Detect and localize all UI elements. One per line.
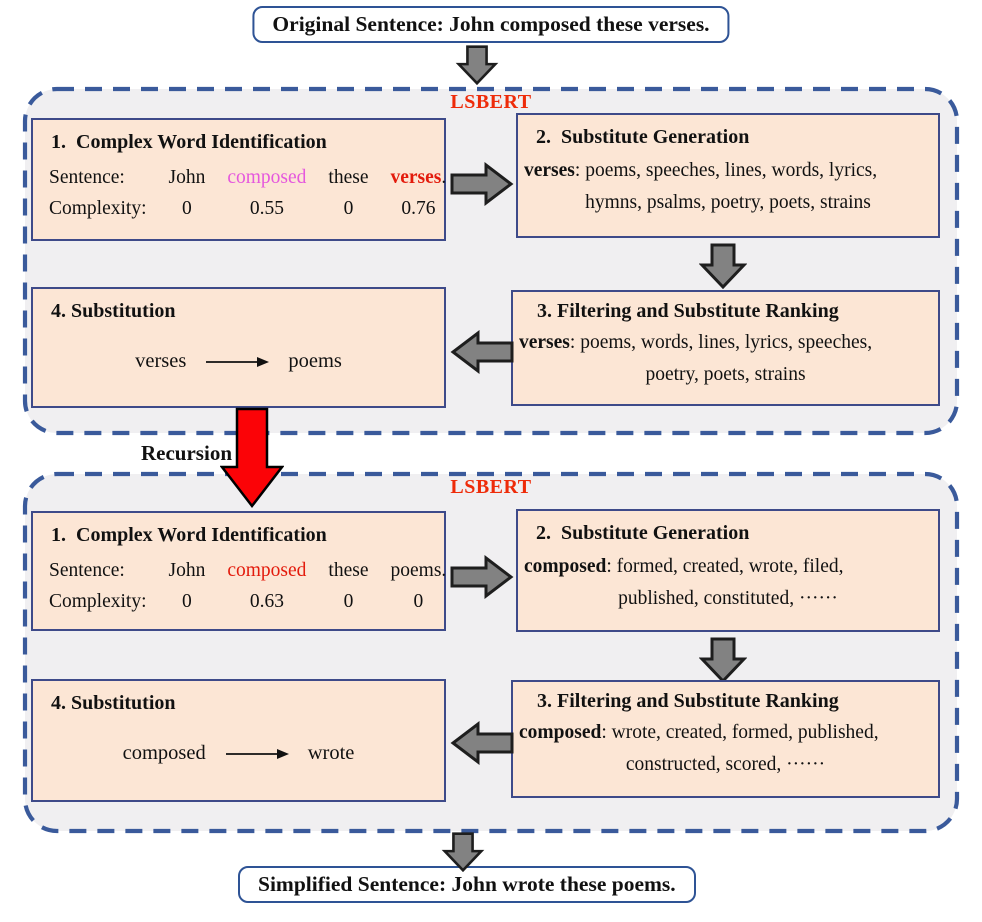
original-sentence-box: Original Sentence: John composed these v… — [252, 6, 730, 43]
substitution-from: verses — [135, 350, 187, 372]
sentence-row: Sentence: John composed these verses. — [45, 162, 457, 193]
recursion-arrow-icon — [220, 407, 284, 509]
substitution-from: composed — [122, 742, 206, 764]
sentence-word: these — [328, 560, 369, 581]
ranking-box: 3. Filtering and Substitute Ranking comp… — [511, 680, 940, 798]
ranking-heading: 3. Filtering and Substitute Ranking — [537, 300, 839, 322]
generation-line1: verses: poems, speeches, lines, words, l… — [524, 160, 878, 181]
sentence-word: composed — [227, 167, 307, 188]
substitution-heading: 4. Substitution — [51, 300, 176, 322]
substitution-mapping: verses poems — [33, 350, 444, 373]
cwi-box: 1. Complex Word Identification Sentence:… — [31, 511, 446, 631]
complexity-score: 0 — [182, 591, 192, 612]
ranking-line2: constructed, scored, ······ — [625, 754, 826, 775]
simplified-sentence-text: Simplified Sentence: John wrote these po… — [258, 872, 676, 896]
maps-to-arrow-icon — [225, 748, 289, 759]
cwi-heading: 1. Complex Word Identification — [51, 524, 327, 546]
sentence-word: composed — [227, 560, 307, 581]
left-arrow-icon — [450, 721, 514, 765]
cwi-table: Sentence: John composed these poems. Com… — [45, 555, 457, 617]
complexity-row: Complexity: 0 0.55 0 0.76 — [45, 193, 457, 224]
down-arrow-icon — [699, 243, 747, 289]
sentence-word: John — [168, 167, 206, 188]
complexity-score: 0.55 — [249, 198, 284, 219]
sentence-word: poems. — [390, 560, 447, 581]
right-arrow-icon — [450, 555, 514, 599]
complexity-label: Complexity: — [49, 198, 147, 219]
substitution-to: poems — [288, 350, 342, 372]
substitute-generation-box: 2. Substitute Generation verses: poems, … — [516, 113, 940, 238]
original-sentence-text: Original Sentence: John composed these v… — [272, 12, 710, 36]
complexity-score: 0 — [413, 591, 424, 612]
ranking-line2: poetry, poets, strains — [645, 364, 806, 385]
sentence-row: Sentence: John composed these poems. — [45, 555, 457, 586]
substitution-box: 4. Substitution composed wrote — [31, 679, 446, 802]
stage-title: LSBERT — [450, 91, 532, 113]
cwi-table: Sentence: John composed these verses. Co… — [45, 162, 457, 224]
sentence-word: John — [168, 560, 206, 581]
generation-heading: 2. Substitute Generation — [536, 522, 750, 544]
sentence-label: Sentence: — [49, 167, 125, 188]
generation-line2: hymns, psalms, poetry, poets, strains — [585, 192, 871, 213]
ranking-line1: composed: wrote, created, formed, publis… — [519, 722, 879, 743]
complexity-score: 0 — [343, 198, 354, 219]
right-arrow-icon — [450, 162, 514, 206]
complexity-score: 0 — [182, 198, 192, 219]
complexity-score: 0 — [343, 591, 354, 612]
substitute-generation-box: 2. Substitute Generation composed: forme… — [516, 509, 940, 632]
substitution-heading: 4. Substitution — [51, 692, 176, 714]
down-arrow-icon — [699, 637, 747, 683]
complexity-score: 0.63 — [249, 591, 284, 612]
ranking-box: 3. Filtering and Substitute Ranking vers… — [511, 290, 940, 406]
substitution-to: wrote — [307, 742, 355, 764]
lsbert-stage-1: LSBERT 1. Complex Word Identification Se… — [22, 86, 960, 436]
complexity-label: Complexity: — [49, 591, 147, 612]
complexity-row: Complexity: 0 0.63 0 0 — [45, 586, 457, 617]
substitution-mapping: composed wrote — [33, 742, 444, 765]
cwi-heading: 1. Complex Word Identification — [51, 131, 327, 153]
ranking-heading: 3. Filtering and Substitute Ranking — [537, 690, 839, 712]
lsbert-stage-2: LSBERT 1. Complex Word Identification Se… — [22, 471, 960, 834]
substitution-box: 4. Substitution verses poems — [31, 287, 446, 408]
complexity-score: 0.76 — [401, 198, 436, 219]
sentence-word: these — [328, 167, 369, 188]
sentence-word: verses. — [390, 167, 447, 188]
maps-to-arrow-icon — [206, 356, 270, 367]
sentence-label: Sentence: — [49, 560, 125, 581]
stage-title: LSBERT — [450, 476, 532, 498]
recursion-label: Recursion — [141, 441, 232, 465]
left-arrow-icon — [450, 330, 514, 374]
cwi-box: 1. Complex Word Identification Sentence:… — [31, 118, 446, 241]
down-arrow-icon — [455, 45, 499, 85]
generation-line2: published, constituted, ······ — [618, 588, 838, 609]
generation-line1: composed: formed, created, wrote, filed, — [524, 556, 844, 577]
down-arrow-icon — [441, 832, 485, 872]
simplified-sentence-box: Simplified Sentence: John wrote these po… — [238, 866, 696, 903]
ranking-line1: verses: poems, words, lines, lyrics, spe… — [519, 332, 873, 353]
generation-heading: 2. Substitute Generation — [536, 126, 750, 148]
